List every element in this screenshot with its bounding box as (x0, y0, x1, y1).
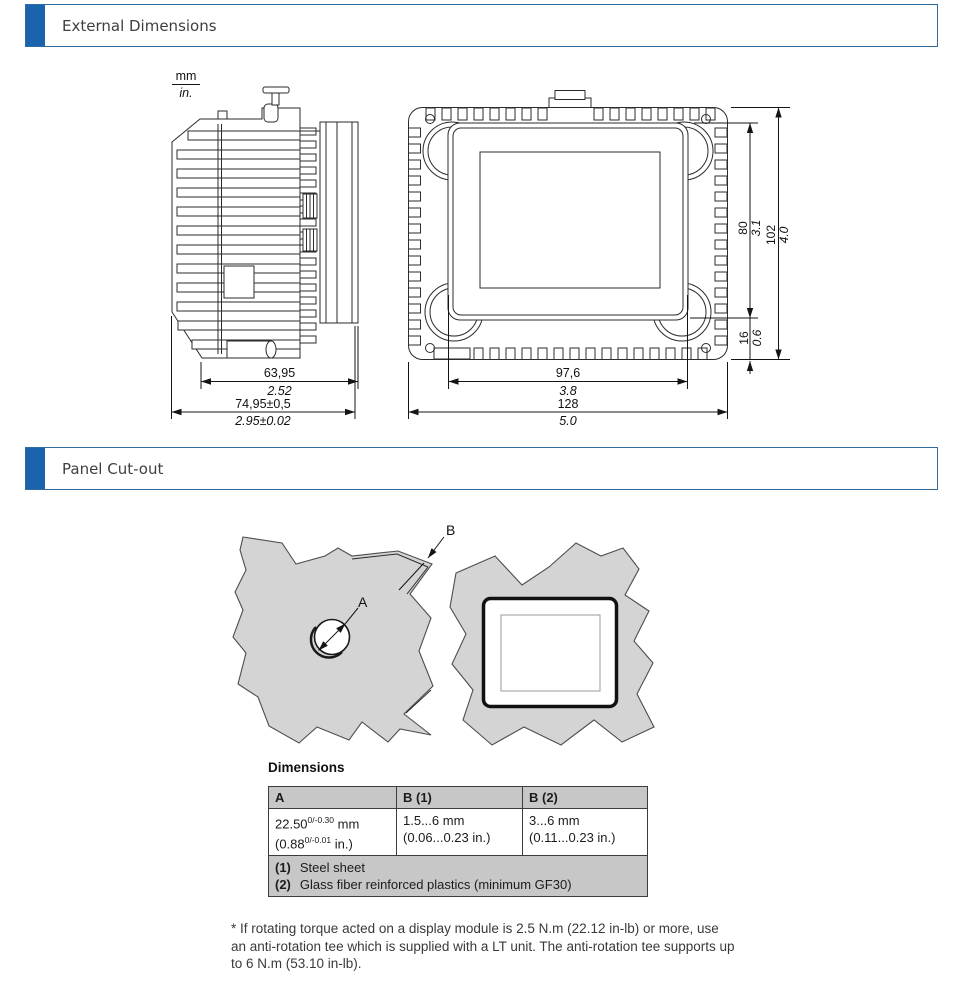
dimensions-table-section: Dimensions A B (1) B (2) 22.500/-0.30 mm… (268, 760, 648, 897)
svg-text:16: 16 (737, 331, 751, 345)
svg-text:128: 128 (558, 397, 579, 411)
section-title: External Dimensions (62, 16, 217, 35)
svg-text:3.8: 3.8 (559, 384, 576, 398)
front-view-dimensions-bottom: 97,6 3.8 128 5.0 (408, 295, 728, 428)
side-view-dimensions: 63,95 2.52 74,95±0,5 2.95±0.02 (171, 316, 359, 428)
svg-text:2.95±0.02: 2.95±0.02 (234, 414, 291, 428)
external-dimensions-drawing: mm in. 63,95 2.52 74,95±0,5 2.95±0.02 (171, 69, 791, 428)
svg-text:mm: mm (176, 69, 197, 83)
svg-text:97,6: 97,6 (556, 366, 580, 380)
svg-text:80: 80 (736, 221, 750, 235)
svg-text:63,95: 63,95 (264, 366, 295, 380)
svg-text:5.0: 5.0 (559, 414, 576, 428)
header-accent-square (26, 448, 45, 489)
panel-cutout-drawing: A B (232, 522, 655, 746)
svg-text:0.6: 0.6 (750, 329, 764, 346)
panel-cutout-rect (481, 596, 619, 709)
front-bezel (447, 122, 689, 321)
dimensions-table: A B (1) B (2) 22.500/-0.30 mm (0.880/-0.… (268, 786, 648, 897)
display-outline (500, 614, 601, 692)
footnote: * If rotating torque acted on a display … (231, 921, 735, 971)
serration-teeth-bottom (433, 347, 708, 360)
cell-a: 22.500/-0.30 mm (0.880/-0.01 in.) (268, 808, 397, 856)
svg-text:74,95±0,5: 74,95±0,5 (235, 397, 291, 411)
table-title: Dimensions (268, 760, 345, 775)
section-header-panel-cutout: Panel Cut-out (25, 447, 938, 490)
anti-rotation-knob (217, 86, 290, 123)
table-notes: (1)Steel sheet (2)Glass fiber reinforced… (268, 854, 648, 897)
cell-b1: 1.5...6 mm (0.06...0.23 in.) (396, 808, 523, 856)
front-view-drawing: 97,6 3.8 128 5.0 80 3.1 16 0.6 102 4.0 (408, 90, 791, 428)
cutout-sheet-rect-hole (449, 542, 655, 746)
label-b: B (446, 522, 455, 538)
corner-screw-holes (425, 114, 711, 353)
svg-text:102: 102 (764, 225, 778, 245)
col-header-b2: B (2) (522, 786, 648, 809)
header-accent-square (26, 5, 45, 46)
svg-text:3.1: 3.1 (749, 220, 763, 237)
top-tab (554, 90, 586, 100)
col-header-b1: B (1) (396, 786, 523, 809)
serration-teeth-top (425, 107, 716, 121)
cutout-sheet-round-hole: A (232, 536, 434, 744)
serration-teeth-right (714, 127, 728, 346)
label-a: A (358, 594, 368, 610)
col-header-a: A (268, 786, 397, 809)
units-legend: mm in. (172, 69, 200, 100)
svg-text:in.: in. (179, 86, 192, 100)
section-title: Panel Cut-out (62, 459, 164, 478)
section-header-external-dimensions: External Dimensions (25, 4, 938, 47)
svg-text:4.0: 4.0 (777, 226, 791, 243)
cell-b2: 3...6 mm (0.11...0.23 in.) (522, 808, 648, 856)
svg-text:2.52: 2.52 (266, 384, 291, 398)
serration-teeth-left (408, 127, 421, 346)
display-window (479, 151, 661, 289)
front-view-dimensions-right: 80 3.1 16 0.6 102 4.0 (690, 107, 791, 374)
side-view-drawing: mm in. 63,95 2.52 74,95±0,5 2.95±0.02 (171, 69, 359, 428)
label-b-leader: B (398, 522, 455, 591)
